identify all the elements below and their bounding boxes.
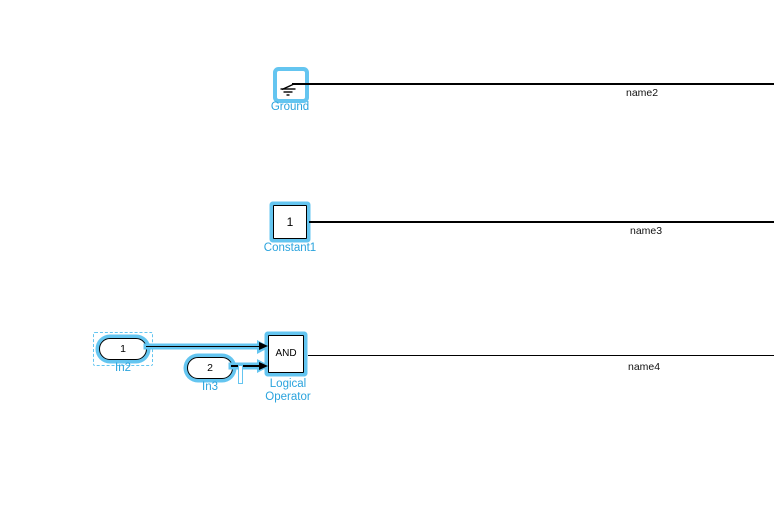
signal-label-name4[interactable]: name4 [628,361,661,373]
signal-wire-name3[interactable] [309,221,774,223]
signal-wire-name4[interactable] [308,354,774,357]
in2-block-label[interactable]: In2 [115,362,131,374]
constant1-block-label[interactable]: Constant1 [263,242,317,254]
constant1-value: 1 [286,215,294,229]
wire-in2-to-logical-operator[interactable] [146,345,260,348]
selection-brackets [93,332,153,366]
in3-block[interactable]: 2 [187,357,233,379]
logical-operator-type: AND [275,348,297,359]
logical-operator-label-line2[interactable]: Operator [265,391,311,403]
ground-symbol-icon [280,83,296,96]
signal-label-name3[interactable]: name3 [630,225,663,237]
wire-in3-to-logical-operator[interactable] [231,365,260,367]
logical-operator-label-line1[interactable]: Logical [269,378,307,390]
in2-port-number: 1 [120,342,126,355]
arrowhead-in2-icon [259,342,268,350]
in3-block-label[interactable]: In3 [202,381,218,393]
in3-port-number: 2 [207,361,213,374]
signal-name-edit-cursor [238,365,243,384]
logical-operator-block[interactable]: AND [268,335,304,373]
arrowhead-in3-icon [259,361,268,370]
signal-label-name2[interactable]: name2 [626,87,659,99]
ground-block[interactable] [277,71,305,99]
constant1-block[interactable]: 1 [273,205,307,239]
ground-block-label[interactable]: Ground [270,101,310,113]
signal-wire-name2[interactable] [292,83,774,85]
in2-block[interactable]: 1 [99,338,147,360]
